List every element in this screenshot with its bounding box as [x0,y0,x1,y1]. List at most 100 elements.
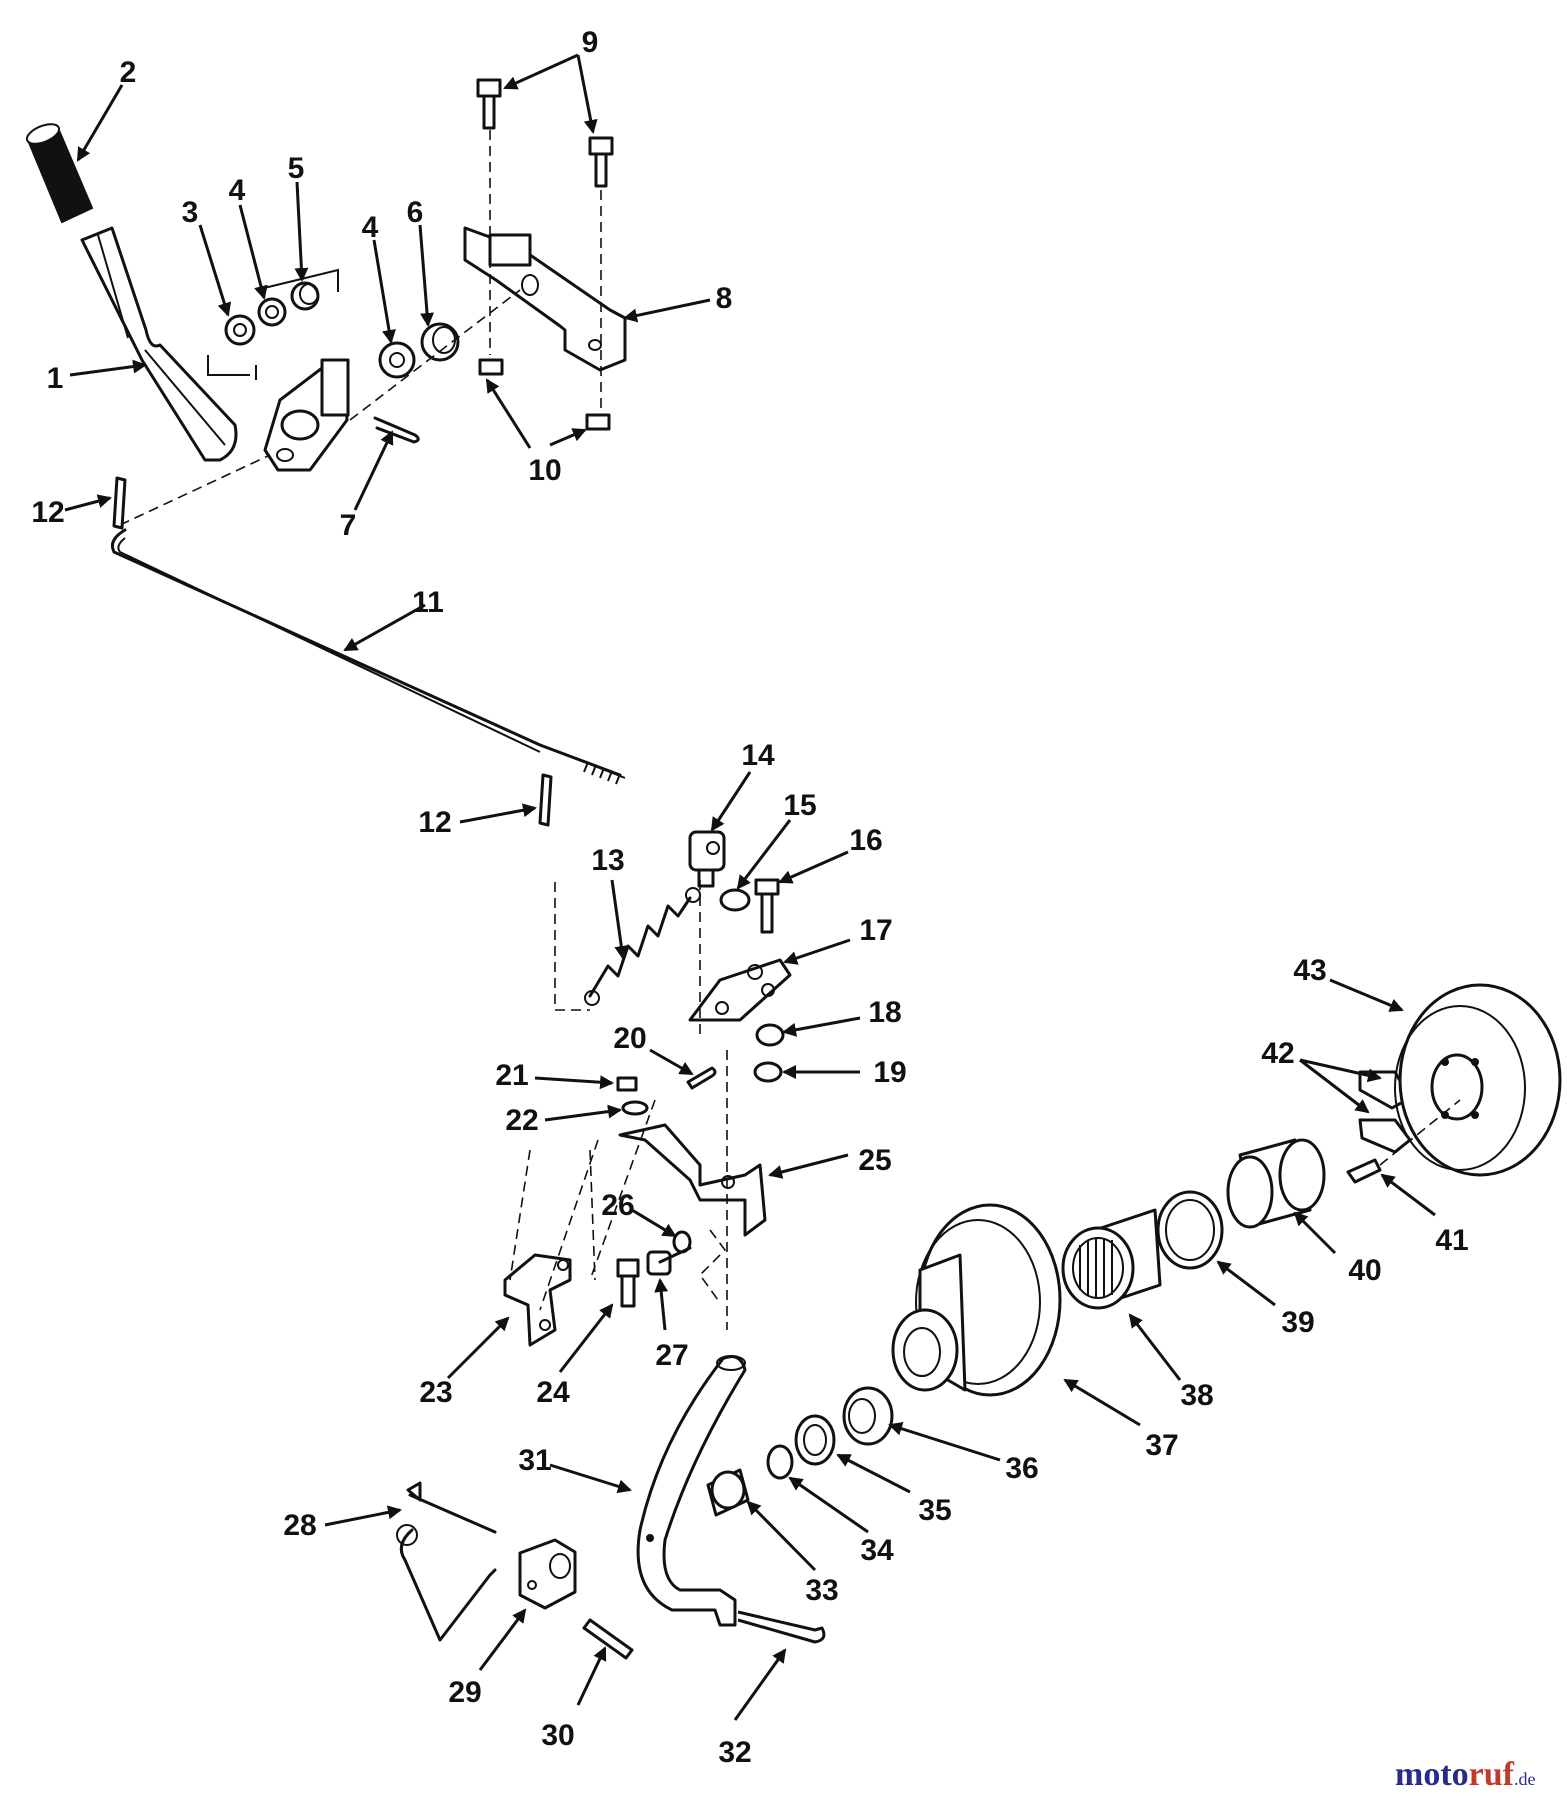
callout-13: 13 [591,844,624,877]
needle-bearing-part [1061,1208,1162,1310]
callout-29: 29 [448,1676,481,1709]
bushing-33-part [706,1468,750,1517]
watermark-tld: .de [1514,1769,1536,1789]
screw-24-part [616,1258,640,1308]
pulley-43-part [1394,983,1562,1177]
callout-26: 26 [601,1189,634,1222]
leader-arrows [64,53,1436,1721]
callout-38: 38 [1180,1379,1213,1412]
callout-labels: 2 1 3 4 5 4 6 7 8 9 10 12 11 12 13 14 15… [31,26,1468,1769]
cotter-pin-part [373,416,420,444]
clip-lower-part [538,773,553,827]
nut-pair-part [478,358,611,431]
rod-spring-part [396,1481,497,1642]
callout-18: 18 [868,996,901,1029]
callout-40: 40 [1348,1254,1381,1287]
lever-bracket-part [618,1123,767,1237]
callout-42: 42 [1261,1037,1294,1070]
callout-32: 32 [718,1736,751,1769]
pin-32-part [737,1610,826,1644]
callout-11: 11 [412,586,444,619]
callout-41: 41 [1435,1224,1468,1257]
spring-part [584,887,701,1006]
idler-arm-part [636,1355,747,1627]
washer-15-part [719,888,751,912]
callout-21: 21 [495,1059,528,1092]
callout-33: 33 [805,1574,838,1607]
callout-2: 2 [120,56,137,89]
callout-39: 39 [1281,1306,1314,1339]
callout-34: 34 [860,1534,894,1567]
centerlines-middle [509,880,728,1330]
bushing-36-part [842,1386,894,1446]
spacer-18-part [755,1023,785,1047]
sleeve-40-part [1226,1138,1326,1229]
nut-19-part [753,1061,783,1083]
callout-43: 43 [1293,954,1326,987]
clip-upper-part [112,476,127,530]
callout-16: 16 [849,824,882,857]
callout-1: 1 [47,362,64,395]
callout-17: 17 [859,914,892,947]
grouping-bracket [207,268,339,380]
watermark-part2: ruf [1469,1756,1515,1793]
washer-set-part [224,281,320,346]
callout-7: 7 [340,509,357,542]
ring-34-part [766,1444,794,1480]
callout-24: 24 [536,1376,570,1409]
callout-3: 3 [182,196,199,229]
washer-bushing-part [378,322,460,379]
pin-20-part [686,1066,717,1090]
bolt-16-part [754,878,780,934]
callout-19: 19 [873,1056,906,1089]
callout-12a: 12 [31,496,64,529]
bolt-27-part [646,1246,692,1276]
ring-39-part [1156,1190,1224,1270]
washer-22-part [621,1100,649,1116]
svg-text:motoruf.de: motoruf.de [1395,1756,1535,1793]
callout-31: 31 [518,1444,551,1477]
callout-14: 14 [741,739,775,772]
callout-6: 6 [407,196,424,229]
control-rod-part [110,528,626,785]
callout-30: 30 [541,1719,574,1752]
bolt-pair-part [476,78,614,188]
callout-12b: 12 [418,806,451,839]
callout-23: 23 [419,1376,452,1409]
centerline-right [1379,1099,1461,1166]
callout-10: 10 [528,454,561,487]
callout-27: 27 [655,1339,688,1372]
callout-28: 28 [283,1509,316,1542]
callout-37: 37 [1145,1429,1178,1462]
screw-41-part [1346,1158,1382,1184]
callout-36: 36 [1005,1452,1038,1485]
pin-30-part [582,1618,634,1660]
callout-35: 35 [918,1494,951,1527]
mounting-bracket-part [463,226,627,372]
callout-4a: 4 [229,174,246,207]
lever-part [80,226,238,462]
centerlines-upper [119,130,602,526]
watermark-part1: moto [1395,1756,1469,1793]
nut-21-part [616,1076,638,1092]
ring-35-part [794,1414,836,1466]
swivel-part [688,830,726,888]
callout-20: 20 [613,1022,646,1055]
callout-4b: 4 [362,211,379,244]
callout-9: 9 [582,26,599,59]
watermark: motoruf.de [1395,1756,1535,1793]
callout-5: 5 [288,152,305,185]
callout-25: 25 [858,1144,891,1177]
handle-grip-part [25,123,94,224]
callout-8: 8 [716,282,733,315]
pivot-bracket-part [263,358,350,472]
callout-22: 22 [505,1104,538,1137]
spring-clip-dashed [698,1229,727,1301]
callout-15: 15 [783,789,816,822]
hub-pulley-part [891,1203,1062,1397]
idler-plate-part [688,958,792,1022]
block-29-part [518,1538,577,1610]
bracket-23-part [503,1253,572,1347]
